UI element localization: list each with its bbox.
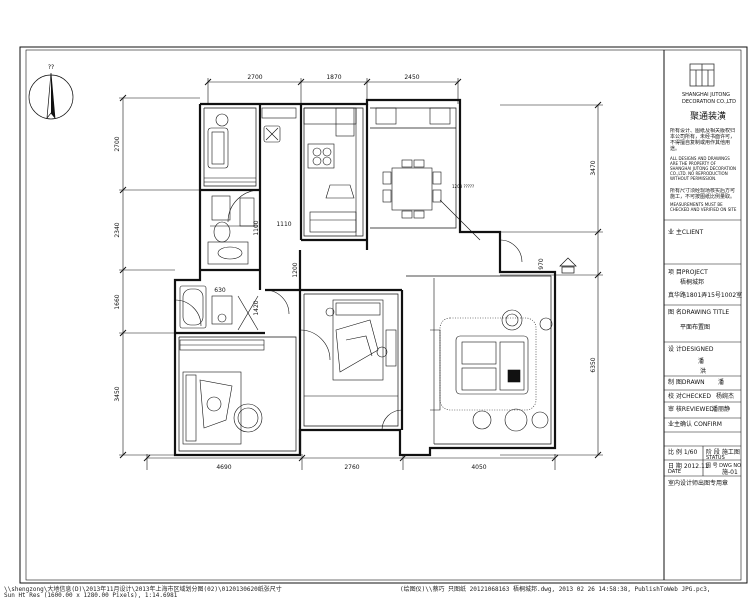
status-en: STATUS xyxy=(706,455,725,461)
doors xyxy=(174,189,523,431)
project-label: 项 目PROJECT xyxy=(668,269,708,276)
copyright-notice-en: ALL DESIGNS AND DRAWINGS ARE THE PROPERT… xyxy=(670,156,736,181)
checked-name: 杨婉杰 xyxy=(716,393,735,400)
footer-path: \\shengzong\大地信息(D)\2013年11月设计\2013年上海市区… xyxy=(4,586,282,593)
callout-label: 1203 ????? xyxy=(452,184,474,189)
drawing-no-label: 图 号 DWG NO xyxy=(706,463,742,469)
drawing-no: 施-01 xyxy=(722,469,738,476)
dim-right-2: 970 xyxy=(538,258,545,270)
status-label: 阶 段 施工图 xyxy=(706,449,740,456)
sheet-outer-frame xyxy=(19,46,748,584)
designer-stamp-note: 室内设计师出图专用章 xyxy=(668,480,729,487)
dim-top-1: 2700 xyxy=(247,74,262,81)
dim-left-2: 2340 xyxy=(114,222,121,237)
bathroom-fixtures xyxy=(179,195,259,331)
designed-name: 潘 xyxy=(698,358,705,365)
footer-resolution: Sun Ht Res (1600.00 x 1280.00 Pixels), 1… xyxy=(4,592,178,599)
dim-top-3: 2450 xyxy=(404,74,419,81)
confirm-label: 业主确认 CONFIRM xyxy=(668,421,722,428)
client-label: 业 主CLIENT xyxy=(668,229,704,236)
entrance-arrow xyxy=(559,257,577,274)
footer-plot-info: (绘图仪)\\蔡巧 只图纸 20121068163 梧桐城邦.dwg, 2013… xyxy=(400,586,711,593)
dimension-ticks xyxy=(119,78,602,462)
designed-label: 设 计DESIGNED xyxy=(668,346,714,353)
measure-notice-cn: 所有尺寸须经现场核实后方可施工，不可按图纸比例量取。 xyxy=(670,188,736,200)
study-furniture xyxy=(204,107,297,183)
dim-bottom-1: 4690 xyxy=(216,464,231,471)
measure-notice-en: MEASUREMENTS MUST BE CHECKED AND VERIFIE… xyxy=(670,202,737,212)
master-bedroom-furniture xyxy=(304,299,398,397)
dim-inner-2: 1200 xyxy=(292,262,299,277)
drawn-label: 制 图DRAWN xyxy=(668,379,705,386)
dim-right-1: 3470 xyxy=(590,160,597,175)
copyright-notice-cn: 所有设计、图纸及相关版权归本公司所有，未经书面许可，不得擅自复制或用作其他用途。 xyxy=(670,128,736,152)
scale-label: 比 例 1/60 xyxy=(668,449,698,456)
kitchen-furniture xyxy=(303,107,357,236)
drawn-name: 洪 xyxy=(700,368,707,375)
company-name-en-1: SHANGHAI JUTONG xyxy=(682,92,730,98)
dimension-labels: 2700 1870 2450 2700 2340 1660 3450 4690 … xyxy=(114,74,597,471)
reviewed-label: 审 核REVIEWED xyxy=(668,406,714,413)
drawing-title: 平面布置图 xyxy=(680,324,711,331)
bedroom2-furniture xyxy=(179,339,265,445)
drawing-title-label: 图 名DRAWING TITLE xyxy=(668,309,730,316)
checked-label: 校 对CHECKED xyxy=(668,393,711,400)
company-name-en-2: DECORATION CO.,LTD xyxy=(682,99,736,105)
north-arrow: ?? xyxy=(28,64,74,120)
inner-wall-lines xyxy=(178,107,552,452)
company-logo xyxy=(689,63,715,87)
dim-inner-4: 630 xyxy=(214,287,226,294)
dim-right-3: 6350 xyxy=(590,357,597,372)
dim-bottom-2: 2760 xyxy=(344,464,359,471)
project-address: 真华路1801弄15号1002室 xyxy=(668,292,743,299)
project-name: 梧桐城邦 xyxy=(680,279,705,286)
dim-inner-3: 1100 xyxy=(253,220,260,235)
walls xyxy=(173,98,557,457)
date-label: 日 期 2012.11 xyxy=(668,463,709,470)
dimension-lines xyxy=(119,78,603,470)
dim-bottom-3: 4050 xyxy=(471,464,486,471)
dim-left-1: 2700 xyxy=(114,136,121,151)
dim-top-2: 1870 xyxy=(326,74,341,81)
living-room-furniture xyxy=(430,278,553,444)
dining-set xyxy=(375,107,481,241)
drawn-name-2: 潘 xyxy=(718,379,725,386)
dim-inner-5: 1420 xyxy=(253,300,260,315)
dim-left-3: 1660 xyxy=(114,294,121,309)
north-label: ?? xyxy=(48,64,54,71)
title-block-grid xyxy=(664,219,741,477)
sheet-inner-frame xyxy=(25,49,742,581)
dim-inner-1: 1110 xyxy=(276,221,291,228)
dim-left-4: 3450 xyxy=(114,386,121,401)
date-en: DATE xyxy=(668,469,682,475)
reviewed-name: 潘丽静 xyxy=(712,406,731,413)
company-name-cn: 聚通装潢 xyxy=(690,112,727,122)
